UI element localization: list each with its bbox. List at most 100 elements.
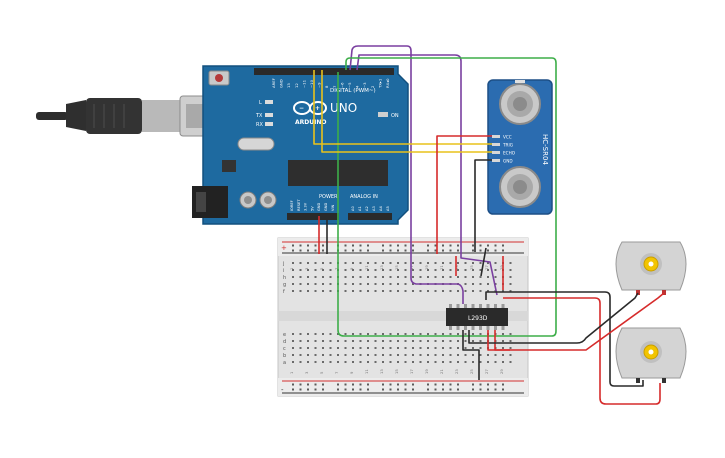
l293d-chip[interactable]: L293D [446,304,508,330]
row-letter: h [283,275,286,281]
dc-motor-1[interactable] [615,241,687,295]
sensor-pins[interactable]: VCC TRIG ECHO GND [492,135,516,164]
wire-purple-2[interactable] [356,54,498,296]
digital-pin-label: ~11 [301,79,306,88]
column-number: 29 [499,265,504,270]
digital-pin-label: ~9 [317,82,322,88]
sensor-pin[interactable] [492,159,500,162]
tx-led-label: TX [255,113,263,119]
chip-pin[interactable] [494,326,497,330]
column-number: 5 [319,371,324,374]
wire-yellow[interactable] [313,70,492,145]
wire-black-jumper-1[interactable] [480,247,487,277]
chip-pin[interactable] [501,326,505,330]
row-letter: a [283,360,286,366]
sensor-pin-label: TRIG [502,143,513,148]
chip-pin[interactable] [486,304,490,308]
wire-red-motor-1[interactable] [503,297,661,405]
sensor-pin[interactable] [492,143,500,146]
sensor-pin-label: VCC [503,135,512,140]
chip-pin[interactable] [471,304,475,308]
on-label: ON [391,113,399,119]
uno-model-text: UNO [330,101,357,115]
analog-pin-label: A0 [351,206,355,211]
sensor-name: HC-SR04 [541,134,549,165]
chip-label: L293D [468,315,488,322]
column-number: 19 [424,369,429,374]
power-pin-label: GND [324,203,328,211]
wire-yellow-2[interactable] [321,70,492,153]
wire-black-motor-2[interactable] [468,292,639,344]
chip-pin[interactable] [456,304,460,308]
chip-pin[interactable] [449,326,452,330]
chip-pin[interactable] [494,304,497,308]
digital-pin-label: 2 [370,85,375,88]
arduino-uno-board[interactable]: DIGITAL (PWM~) ON L TX RX − + ARDUINO UN… [192,65,409,225]
chip-pin[interactable] [449,304,452,308]
wire-black-sensor-gnd[interactable] [474,159,492,252]
wire-black-motor-1[interactable] [485,291,644,387]
digital-pin-label: 8 [324,85,329,88]
column-number: 9 [349,267,354,270]
svg-text:−: − [299,105,304,112]
power-pin-label: IOREF [290,200,294,211]
digital-pin-label: ~6 [339,82,344,88]
analog-pin-label: A1 [358,206,362,211]
column-number: 27 [484,265,489,270]
analog-pin-label: A3 [372,206,376,211]
power-pin-label: RESET [297,199,301,211]
digital-pin-label: TX▸1 [377,78,382,89]
wire-purple-1[interactable] [349,45,464,304]
power-header[interactable] [287,213,339,220]
power-header-label: POWER [319,194,338,200]
column-number: 15 [394,265,399,270]
wire-green[interactable] [337,57,557,337]
row-letter: g [283,282,286,288]
power-pin-label: 3.3V [304,202,308,211]
chip-pin[interactable] [479,326,482,330]
chip-pin[interactable] [501,304,505,308]
chip-pin[interactable] [456,326,460,330]
column-number: 5 [319,267,324,270]
hc-sr04-sensor[interactable]: HC-SR04 VCC TRIG ECHO GND [487,79,553,215]
chip-pin[interactable] [464,304,467,308]
row-letter: f [283,289,285,295]
wire-black-jumper-2[interactable] [462,330,480,380]
usb-cable[interactable] [36,95,229,137]
analog-pin-label: A2 [365,206,369,211]
wires[interactable] [313,45,665,405]
sensor-pin-label: GND [503,159,513,164]
digital-pin-label: 13 [286,83,291,88]
sensor-pin[interactable] [492,151,500,154]
power-pin-label: 5V [310,206,314,211]
chip-pin[interactable] [464,326,467,330]
column-number: 3 [304,371,309,374]
analog-pin-label: A4 [379,206,383,211]
digital-pin-label: 12 [294,83,299,88]
wire-red-motor-2[interactable] [487,292,665,351]
row-letter: i [283,268,284,274]
chip-pin[interactable] [486,326,490,330]
chip-pin[interactable] [471,326,475,330]
analog-header[interactable] [348,213,392,220]
column-number: 3 [304,267,309,270]
column-number: 27 [484,369,489,374]
column-number: 29 [499,369,504,374]
analog-header-label: ANALOG IN [350,194,378,200]
wire-red-vcc[interactable] [436,135,492,254]
dc-motor-2[interactable] [615,327,687,383]
row-letter: e [283,332,286,338]
digital-pin-label: ~10 [309,79,314,88]
chip-pin[interactable] [479,304,482,308]
column-number: 1 [289,371,294,374]
column-number: 17 [409,369,414,374]
power-pin-label: GND [317,203,321,211]
sensor-pin[interactable] [492,135,500,138]
digital-header[interactable] [254,68,394,75]
sensor-pin-label: ECHO [503,151,516,156]
